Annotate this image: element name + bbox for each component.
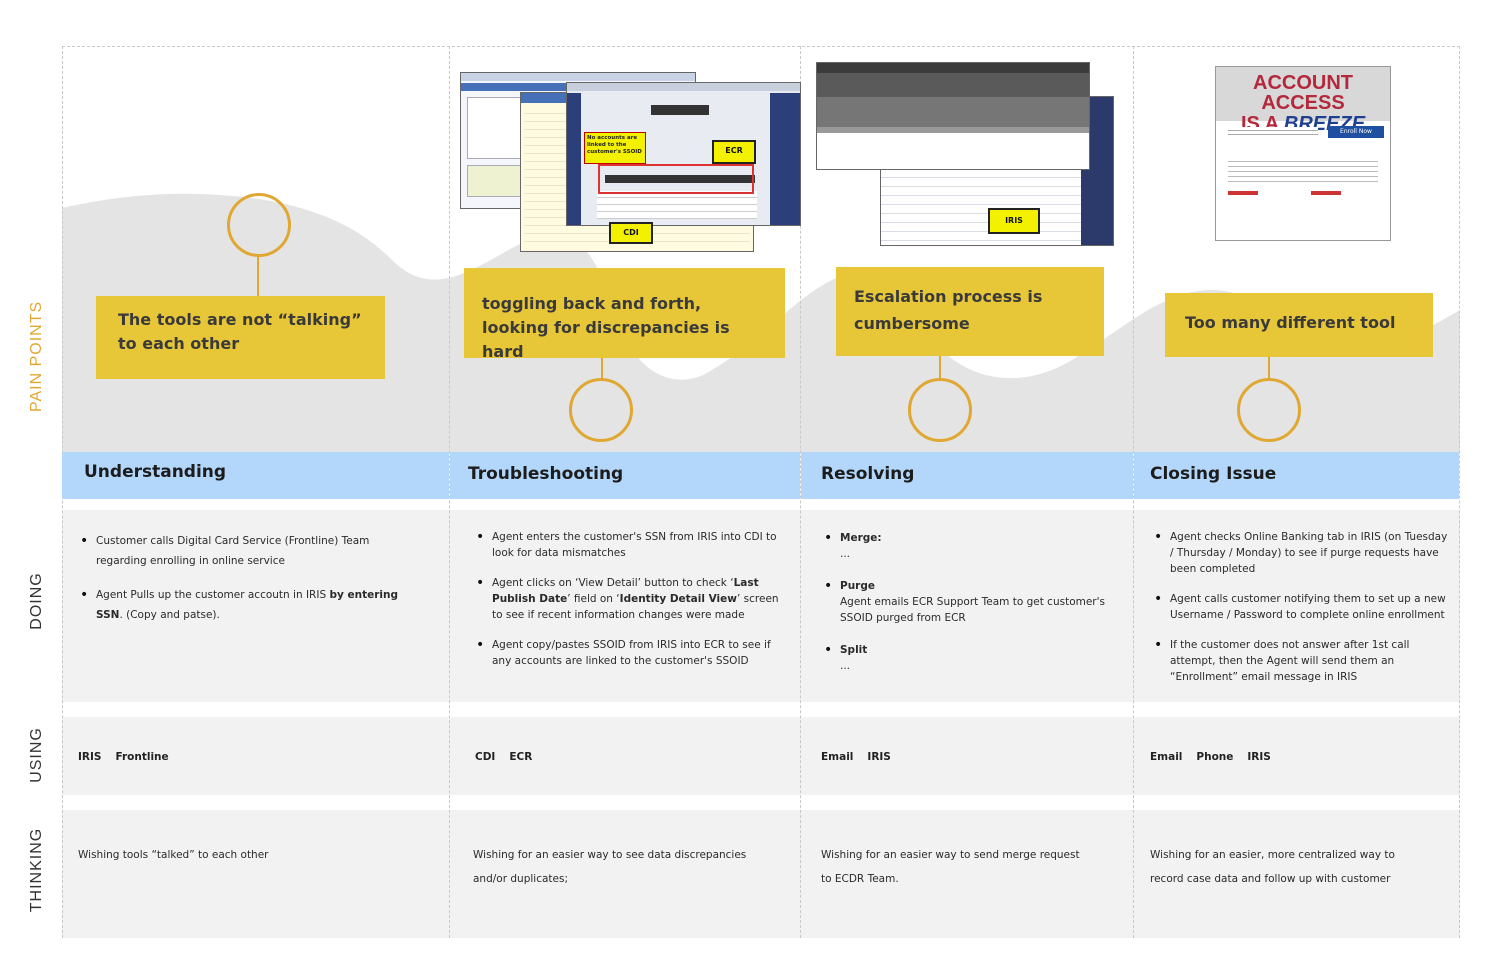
pain-point-box: Escalation process is cumbersome xyxy=(836,267,1104,356)
purge-body: Agent emails ECR Support Team to get cus… xyxy=(840,596,1105,624)
pain-marker-stem xyxy=(1268,357,1270,379)
column-divider xyxy=(1459,46,1460,938)
iris-label: IRIS xyxy=(988,208,1040,234)
pain-marker-stem xyxy=(601,358,603,380)
enrollment-email-preview: ACCOUNT ACCESS IS A BREEZE Enroll Now xyxy=(1215,66,1391,241)
list-item: Agent calls customer notifying them to s… xyxy=(1160,591,1450,623)
ecr-label: ECR xyxy=(712,140,756,164)
tools-understanding: IRIS Frontline xyxy=(78,751,183,763)
row-label-pain-points: PAIN POINTS xyxy=(28,302,46,412)
doing-list-closing-issue: Agent checks Online Banking tab in IRIS … xyxy=(1148,529,1450,699)
list-item: Agent Pulls up the customer accoutn in I… xyxy=(86,585,406,625)
stage-title-resolving: Resolving xyxy=(821,464,914,484)
no-accounts-callout: No accounts are linked to the customer's… xyxy=(584,132,646,164)
pain-marker-circle xyxy=(227,193,291,257)
list-item: Split ... xyxy=(830,642,1130,674)
thinking-understanding: Wishing tools “talked” to each other xyxy=(78,843,408,867)
row-label-doing: DOING xyxy=(28,561,46,641)
tool-tag: ECR xyxy=(509,751,532,763)
stage-title-troubleshooting: Troubleshooting xyxy=(468,464,623,484)
pain-point-box: toggling back and forth, looking for dis… xyxy=(464,268,785,358)
pain-marker-circle xyxy=(908,378,972,442)
top-dashed-line xyxy=(62,46,1460,47)
pain-point-box: The tools are not “talking” to each othe… xyxy=(96,296,385,379)
pain-marker-circle xyxy=(1237,378,1301,442)
pain-marker-stem xyxy=(939,356,941,380)
stage-title-understanding: Understanding xyxy=(84,462,226,482)
tool-tag: IRIS xyxy=(78,751,101,763)
pain-point-box: Too many different tool xyxy=(1165,293,1433,357)
split-heading: Split xyxy=(840,644,867,656)
enroll-now-button: Enroll Now xyxy=(1328,126,1384,138)
row-label-using: USING xyxy=(28,715,46,795)
list-item: Agent copy/pastes SSOID from IRIS into E… xyxy=(482,637,792,669)
tool-tag: Email xyxy=(1150,751,1182,763)
merge-body: ... xyxy=(840,548,850,560)
list-item: Customer calls Digital Card Service (Fro… xyxy=(86,531,406,571)
tool-tag: CDI xyxy=(475,751,495,763)
list-item: Merge: ... xyxy=(830,530,1130,562)
thinking-resolving: Wishing for an easier way to send merge … xyxy=(821,843,1091,891)
tool-tag: Phone xyxy=(1196,751,1233,763)
list-item: Agent checks Online Banking tab in IRIS … xyxy=(1160,529,1450,577)
split-body: ... xyxy=(840,660,850,672)
tool-tag: Frontline xyxy=(115,751,168,763)
tool-tag: IRIS xyxy=(1247,751,1270,763)
pain-marker-circle xyxy=(569,378,633,442)
ecr-highlight-box xyxy=(598,164,754,194)
list-item: Agent clicks on ‘View Detail’ button to … xyxy=(482,575,792,623)
tools-resolving: Email IRIS xyxy=(821,751,905,763)
email-client-screenshot xyxy=(816,62,1090,170)
list-item: Purge Agent emails ECR Support Team to g… xyxy=(830,578,1130,626)
row-label-thinking: THINKING xyxy=(28,820,46,920)
doing-list-understanding: Customer calls Digital Card Service (Fro… xyxy=(74,531,406,639)
tool-tag: IRIS xyxy=(867,751,890,763)
tools-troubleshooting: CDI ECR xyxy=(475,751,546,763)
doing-list-resolving: Merge: ... Purge Agent emails ECR Suppor… xyxy=(818,530,1130,688)
tool-tag: Email xyxy=(821,751,853,763)
pain-marker-stem xyxy=(257,256,259,296)
email-headline-1: ACCOUNT ACCESS xyxy=(1216,73,1390,113)
cdi-label: CDI xyxy=(609,222,653,244)
merge-heading: Merge: xyxy=(840,532,882,544)
purge-heading: Purge xyxy=(840,580,875,592)
doing-list-troubleshooting: Agent enters the customer's SSN from IRI… xyxy=(470,529,792,683)
thinking-troubleshooting: Wishing for an easier way to see data di… xyxy=(473,843,773,891)
thinking-closing-issue: Wishing for an easier, more centralized … xyxy=(1150,843,1430,891)
tools-closing-issue: Email Phone IRIS xyxy=(1150,751,1285,763)
stage-title-closing-issue: Closing Issue xyxy=(1150,464,1276,484)
list-item: If the customer does not answer after 1s… xyxy=(1160,637,1450,685)
list-item: Agent enters the customer's SSN from IRI… xyxy=(482,529,792,561)
